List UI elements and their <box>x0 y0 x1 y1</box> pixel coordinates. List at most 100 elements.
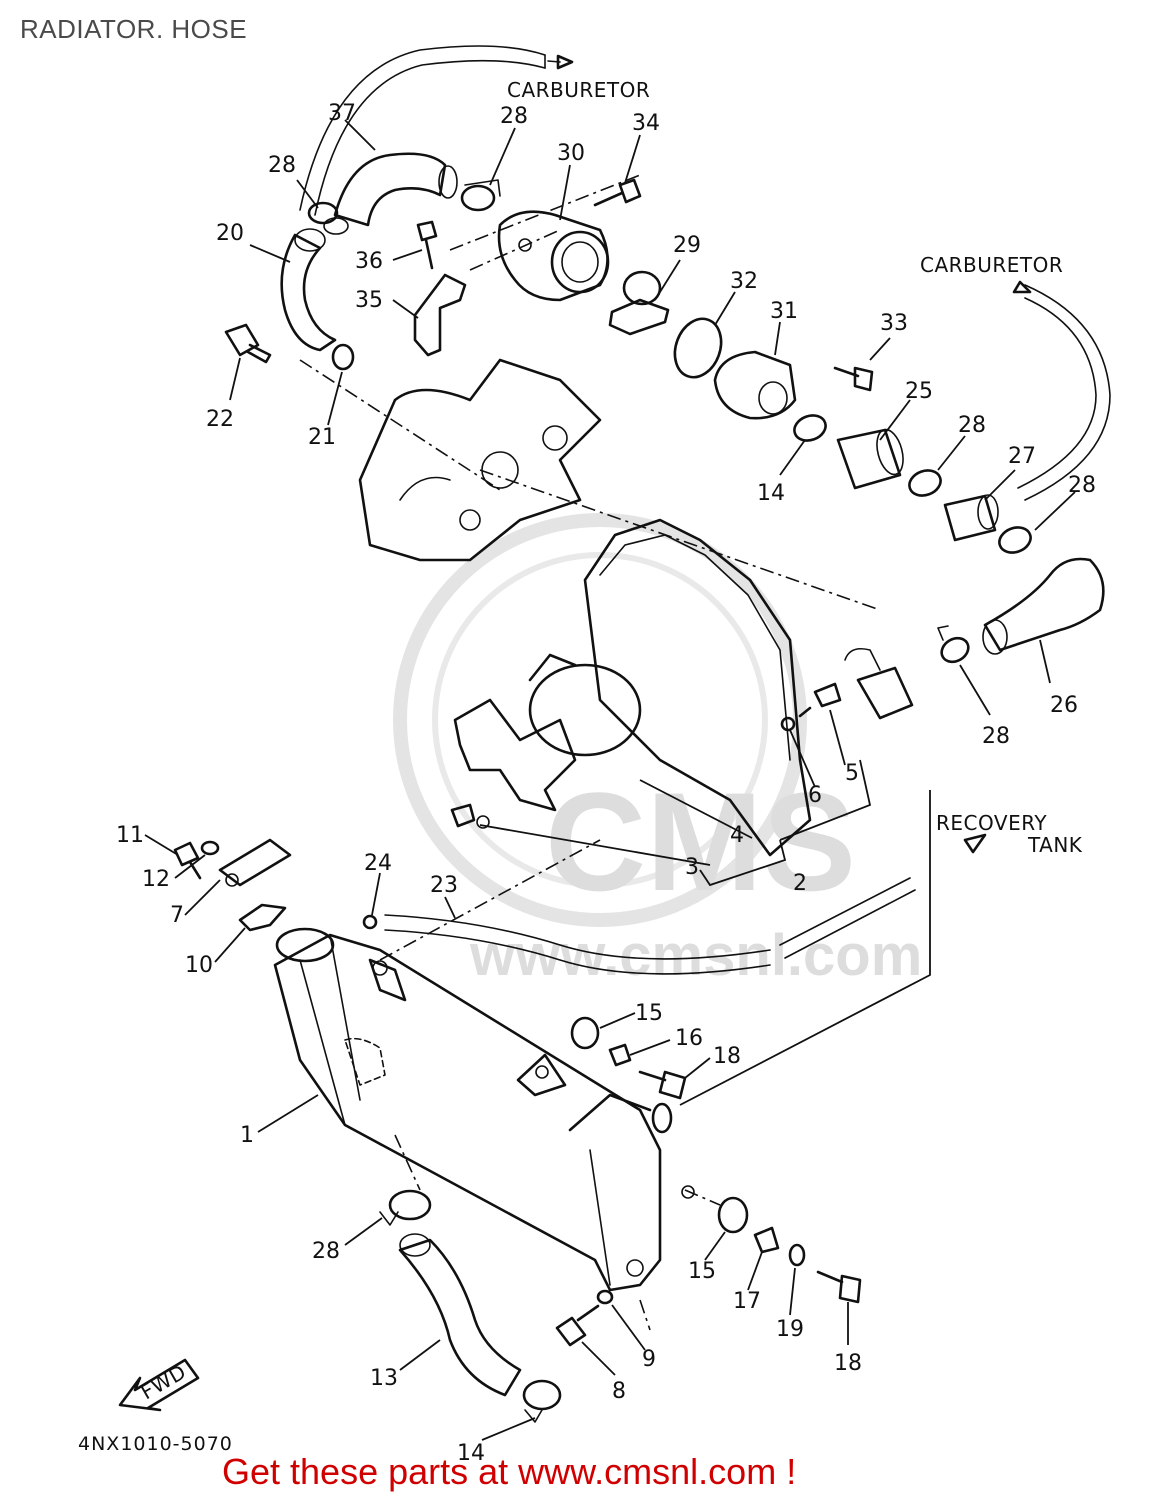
hose-clamp-28d <box>998 526 1032 554</box>
callout-5: 5 <box>845 761 859 786</box>
bolt-18b <box>816 1270 862 1304</box>
callout-37: 37 <box>328 101 356 126</box>
recovery-tank-hose <box>779 833 987 959</box>
washer-19 <box>788 1243 806 1267</box>
carburetor-label-top: CARBURETOR <box>507 78 650 102</box>
fan-blade-3 <box>450 698 577 829</box>
hose-clamp-28b <box>460 179 501 212</box>
callout-11: 11 <box>116 823 144 848</box>
callout-33: 33 <box>880 311 908 336</box>
o-ring-21 <box>331 343 355 371</box>
callout-14: 14 <box>457 1441 485 1466</box>
callout-9: 9 <box>642 1347 656 1372</box>
callout-19: 19 <box>776 1317 804 1342</box>
hose-26 <box>982 557 1105 655</box>
grommet-15a <box>570 1016 600 1050</box>
hose-25 <box>836 428 904 490</box>
callout-6: 6 <box>808 783 822 808</box>
callout-35: 35 <box>355 288 383 313</box>
hose-clamp-14b <box>522 1379 562 1423</box>
radiator-cap <box>275 927 335 963</box>
callout-7: 7 <box>170 903 184 928</box>
watermark-site: www.cmsnl.com <box>469 923 922 988</box>
recovery-tank-label-2: TANK <box>1027 833 1083 857</box>
assembly-lines <box>299 174 881 1331</box>
recovery-tank-label-1: RECOVERY <box>936 811 1047 835</box>
callout-10: 10 <box>185 953 213 978</box>
callout-14: 14 <box>757 481 785 506</box>
callout-23: 23 <box>430 873 458 898</box>
hose-clamp-28c <box>908 469 942 497</box>
breather-hose-23 <box>384 914 771 975</box>
hose-20 <box>280 233 337 352</box>
bracket-10 <box>238 903 287 932</box>
callout-numbers: 37 28 28 34 30 20 36 35 29 32 31 33 22 2… <box>116 101 1096 1466</box>
callout-4: 4 <box>730 823 744 848</box>
watermark: CMS www.cmsnl.com <box>393 513 922 988</box>
callout-22: 22 <box>206 407 234 432</box>
callout-34: 34 <box>632 111 660 136</box>
callout-2: 2 <box>793 871 807 896</box>
radiator-1 <box>273 927 695 1292</box>
grommet-15b <box>717 1196 749 1234</box>
carburetor-hose-right <box>1012 280 1111 501</box>
collar-16 <box>608 1043 632 1067</box>
callout-29: 29 <box>673 233 701 258</box>
hose-clamp-14a <box>793 414 827 442</box>
callout-25: 25 <box>905 379 933 404</box>
fwd-arrow-icon: FWD <box>118 1358 200 1412</box>
washer-12 <box>200 840 220 856</box>
carburetor-label-right: CARBURETOR <box>920 253 1063 277</box>
callout-30: 30 <box>557 141 585 166</box>
hose-20-end <box>294 228 326 252</box>
callout-32: 32 <box>730 269 758 294</box>
callout-20: 20 <box>216 221 244 246</box>
callout-28: 28 <box>500 104 528 129</box>
fan-shroud-2 <box>583 518 914 857</box>
washer-6 <box>780 716 796 732</box>
promo-link[interactable]: Get these parts at www.cmsnl.com ! <box>222 1451 797 1492</box>
callout-3: 3 <box>685 855 699 880</box>
callout-31: 31 <box>770 299 798 324</box>
bolt-36 <box>416 220 438 270</box>
hose-clamp-28a <box>307 201 349 235</box>
callout-28: 28 <box>982 724 1010 749</box>
washer-9 <box>596 1289 614 1305</box>
callout-12: 12 <box>142 867 170 892</box>
bolt-34 <box>593 178 642 207</box>
callout-28: 28 <box>268 153 296 178</box>
thermostat-cover-31 <box>713 350 797 420</box>
screw-11 <box>173 841 202 880</box>
callout-13: 13 <box>370 1366 398 1391</box>
collar-17 <box>753 1226 780 1254</box>
callout-28: 28 <box>1068 473 1096 498</box>
fan-motor-4 <box>528 653 642 757</box>
callout-28: 28 <box>958 413 986 438</box>
callout-15: 15 <box>688 1259 716 1284</box>
callout-1: 1 <box>240 1123 254 1148</box>
thermo-switch-7 <box>218 838 292 887</box>
leader-lines <box>144 119 1076 1441</box>
bolt-33 <box>833 366 874 392</box>
callout-36: 36 <box>355 249 383 274</box>
hose-clamp-28e <box>937 625 970 664</box>
callout-24: 24 <box>364 851 392 876</box>
callout-18: 18 <box>713 1044 741 1069</box>
callout-17: 17 <box>733 1289 761 1314</box>
screw-5 <box>798 682 842 718</box>
fitting-24 <box>362 914 378 930</box>
page-title: RADIATOR. HOSE <box>20 14 248 44</box>
recovery-hose-leader <box>679 790 931 1106</box>
hose-clamp-28f <box>379 1189 432 1226</box>
callout-21: 21 <box>308 425 336 450</box>
callout-8: 8 <box>612 1379 626 1404</box>
callout-15: 15 <box>635 1001 663 1026</box>
hose-37-end <box>438 165 458 199</box>
hose-13 <box>398 1233 522 1397</box>
bracket-35 <box>413 273 467 357</box>
bolt-22 <box>224 323 272 364</box>
callout-16: 16 <box>675 1026 703 1051</box>
joint-pipe-27 <box>943 494 999 542</box>
callout-27: 27 <box>1008 444 1036 469</box>
